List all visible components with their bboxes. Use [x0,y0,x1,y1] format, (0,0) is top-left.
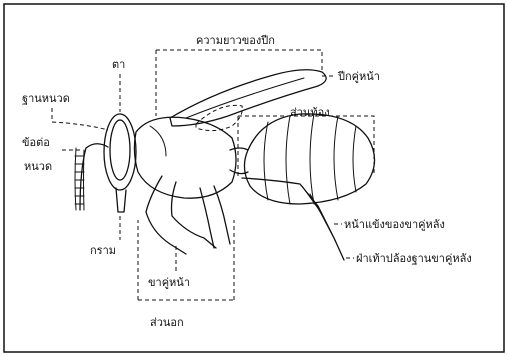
callouts [52,50,374,300]
hind-leg [242,178,344,260]
label-antenna-joint-line2: หนวด [24,160,52,173]
label-antenna-base: ฐานหนวด [22,92,70,105]
label-foreleg: ขาคู่หน้า [148,276,190,289]
antenna-base-leader [52,108,108,130]
foreleg-2 [172,182,217,248]
head [104,114,136,190]
hindwing [196,105,242,130]
label-forewing: ปีกคู่หน้า [337,70,380,83]
thorax-suture [150,126,166,156]
label-thorax: ส่วนอก [150,316,184,329]
hind-tibia-hairs [302,186,336,242]
labels: ความยาวของปีก ปีกคู่หน้า ตา ฐานหนวด ข้อต… [22,34,472,329]
label-antenna-joint-line1: ข้อต่อ [22,136,50,149]
label-abdomen: ส่วนท้อง [290,106,330,119]
label-hind-tibia: หน้าแข้งของขาคู่หลัง [344,218,445,231]
midleg-2 [214,186,230,244]
mandible [116,188,126,212]
label-wing-length: ความยาวของปีก [196,34,275,47]
label-eye: ตา [112,58,125,71]
figure-border [4,4,504,352]
abdomen-segments [264,114,356,204]
label-mandible: กราม [90,244,116,257]
midleg-1 [200,188,214,248]
compound-eye [110,120,130,180]
label-hind-basitarsus: ฝ่าเท้าปล้องฐานขาคู่หลัง [356,252,472,265]
